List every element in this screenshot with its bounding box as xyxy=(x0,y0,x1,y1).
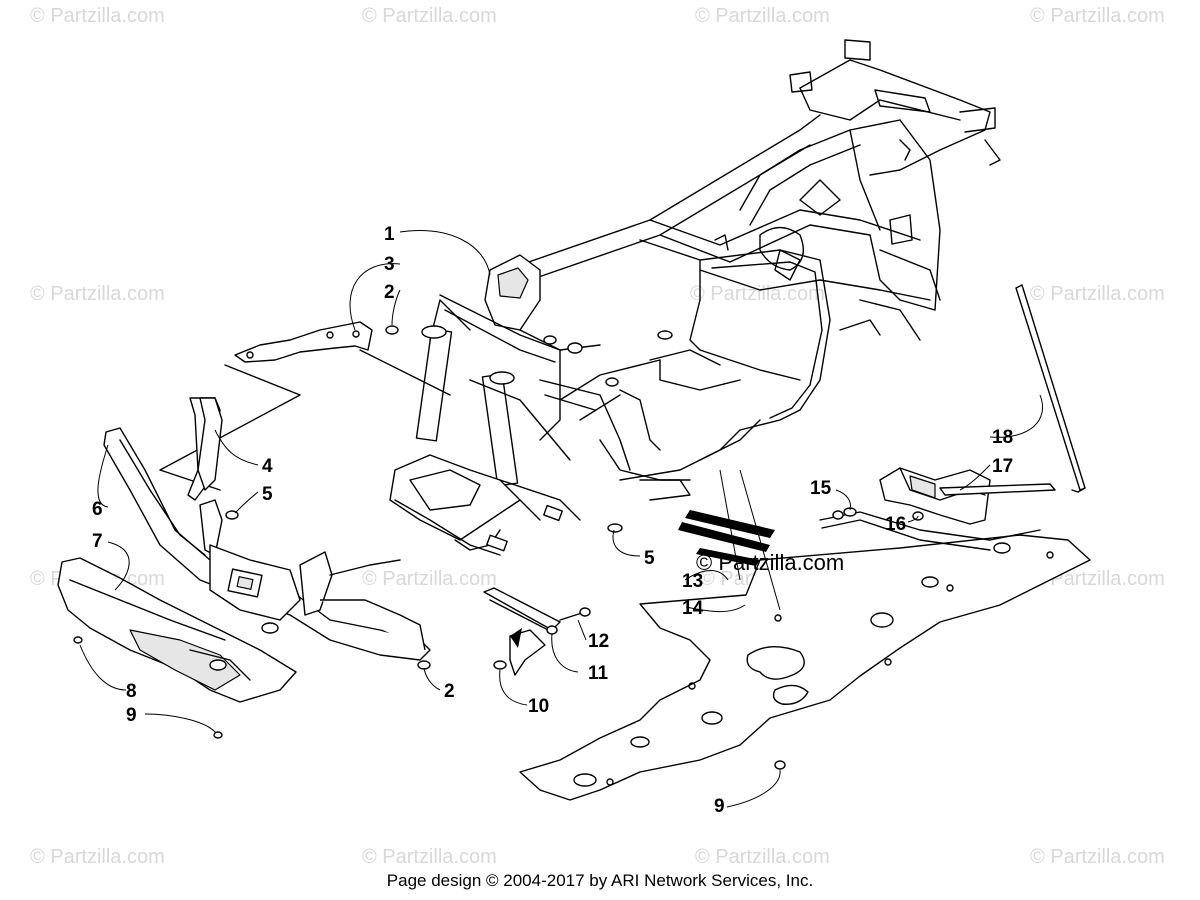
skid-plate xyxy=(519,534,1091,801)
center-watermark: © Partzilla.com xyxy=(696,550,844,575)
callout-labels: 1 3 2 4 5 6 7 5 2 8 9 10 11 12 13 14 15 … xyxy=(92,224,1013,817)
callout-label: 10 xyxy=(528,696,549,717)
mount-bracket xyxy=(483,587,591,676)
watermark: © Partzilla.com xyxy=(362,5,497,27)
callout-label: 2 xyxy=(384,282,395,303)
watermark: © Partzilla.com xyxy=(30,5,165,27)
callout-label: 18 xyxy=(992,427,1013,448)
callout-label: 11 xyxy=(588,663,609,684)
watermark: © Partzilla.com xyxy=(362,846,497,868)
frame-shadow xyxy=(678,469,781,611)
page-footer: Page design © 2004-2017 by ARI Network S… xyxy=(386,871,814,890)
watermark: © Partzilla.com xyxy=(1030,846,1165,868)
support-rod xyxy=(1015,284,1086,493)
main-frame xyxy=(389,39,1001,556)
callout-label: 14 xyxy=(682,598,704,619)
callout-label: 4 xyxy=(262,456,273,477)
callout-label: 17 xyxy=(992,456,1013,477)
rear-bracket xyxy=(819,467,1056,551)
watermark-layer: © Partzilla.com © Partzilla.com © Partzi… xyxy=(30,5,1165,868)
callout-label: 16 xyxy=(885,514,906,535)
watermark: © Partzilla.com xyxy=(1030,283,1165,305)
callout-label: 12 xyxy=(588,631,609,652)
callout-label: 5 xyxy=(644,548,655,569)
watermark: © Partzilla.com xyxy=(30,846,165,868)
callout-label: 8 xyxy=(126,681,137,702)
bumper-support xyxy=(197,397,223,491)
watermark: © Partzilla.com xyxy=(690,283,825,305)
callout-label: 9 xyxy=(714,796,725,817)
watermark: © Partzilla.com xyxy=(362,568,497,590)
watermark: © Partzilla.com xyxy=(695,5,830,27)
callout-label: 6 xyxy=(92,499,103,520)
callout-label: 9 xyxy=(126,705,137,726)
front-skid-cover xyxy=(57,557,297,703)
watermark: © Partzilla.com xyxy=(695,846,830,868)
callout-label: 7 xyxy=(92,531,103,552)
callout-label: 5 xyxy=(262,484,273,505)
callout-label: 3 xyxy=(384,254,395,275)
watermark: © Partzilla.com xyxy=(30,283,165,305)
callout-label: 13 xyxy=(682,571,703,592)
watermark: © Partzilla.com xyxy=(1030,5,1165,27)
callout-label: 15 xyxy=(810,478,832,499)
front-bracket xyxy=(159,321,451,491)
leader-lines xyxy=(79,230,1043,808)
callout-label: 2 xyxy=(444,681,455,702)
fasteners xyxy=(73,325,844,770)
callout-label: 1 xyxy=(384,224,395,245)
